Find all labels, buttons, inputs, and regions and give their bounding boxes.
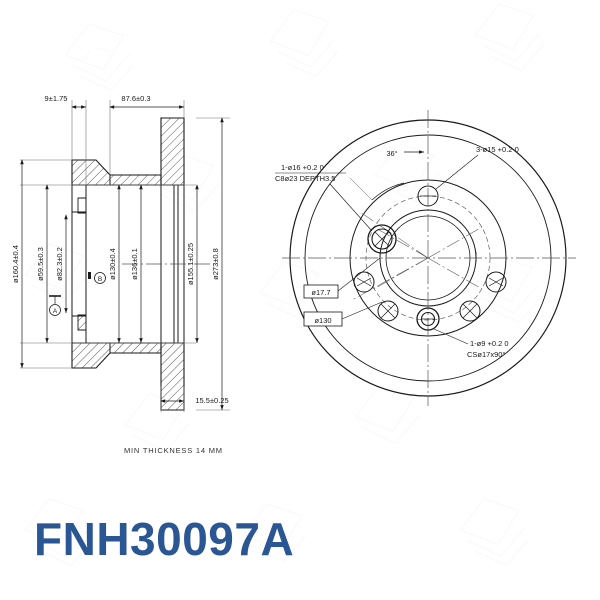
surface-mark — [88, 272, 91, 279]
center-bore-callout-line1: 1-ø16 +0.2 0 — [281, 163, 324, 172]
boxed-dimension-2-label: ø130 — [314, 316, 331, 325]
angle-label: 36° — [386, 149, 397, 158]
dim-vertical-2: ø59.5±0.3 — [36, 247, 45, 281]
datum-symbol-a: A — [49, 295, 61, 316]
center-bore-callout-line2: C8ø23 DEPTH3.5 — [275, 174, 335, 183]
bolt-hole-upper-left-counterbored — [367, 224, 397, 254]
bolt-hole-right — [485, 271, 507, 293]
min-thickness-note: MIN THICKNESS 14 MM — [124, 446, 223, 455]
center-bore-leader — [329, 183, 373, 232]
bolt-holes-callout: 3-ø15 +0.2 0 — [476, 145, 519, 154]
dim-vertical-3: ø82.3±0.2 — [55, 247, 64, 281]
datum-label-a: A — [53, 308, 58, 315]
dim-vertical-1: ø160.4±0.4 — [11, 245, 20, 283]
dim-vertical-5: ø136±0.1 — [130, 248, 139, 280]
angle-dimension — [349, 177, 405, 201]
dim-bottom: 15.5±0.25 — [195, 396, 228, 405]
part-number: FNH30097A — [34, 513, 295, 565]
bolt-holes-leader — [435, 154, 479, 190]
dim-top-left: 9±1.75 — [45, 94, 68, 103]
bolt-hole-left — [353, 271, 375, 293]
bolt-hole-lower-left — [377, 300, 399, 322]
dim-top-right: 87.6±0.3 — [121, 94, 150, 103]
extension-lines — [20, 100, 230, 412]
bolt-holes-group — [353, 185, 507, 331]
radial-construction-lines — [351, 211, 483, 301]
watermark-layer — [24, 3, 544, 567]
front-face-view: 36° 3-ø15 +0.2 0 1-ø16 +0.2 0 C8ø23 DEPT… — [275, 110, 576, 406]
dim-vertical-6: ø155.1±0.25 — [186, 243, 195, 285]
bolt-hole-top — [417, 185, 439, 207]
datum-label-b: B — [98, 276, 102, 283]
vertical-dimension-lines — [20, 117, 224, 410]
boxed-dimension-1: ø17.7 — [303, 284, 339, 299]
datum-symbol-b: B — [94, 272, 106, 284]
dim-vertical-4: ø130±0.4 — [108, 248, 117, 280]
boxed-dimension-1-label: ø17.7 — [311, 288, 330, 297]
locating-hole-bottom-countersunk — [416, 307, 440, 331]
locating-hole-callout-line1: 1-ø9 +0.2 0 — [470, 339, 509, 348]
locating-hole-leader — [433, 328, 469, 345]
boxed-dimension-2: ø130 — [303, 311, 343, 327]
dim-vertical-7: ø273±0.8 — [211, 248, 220, 280]
boxed-dimension-leaders — [337, 257, 383, 320]
bolt-hole-lower-right — [459, 300, 481, 322]
locating-hole-callout-line2: CSø17x90° — [467, 350, 505, 359]
cross-section-view: 9±1.75 87.6±0.3 15.5±0.25 ø160.4±0.4 ø59… — [11, 94, 230, 455]
